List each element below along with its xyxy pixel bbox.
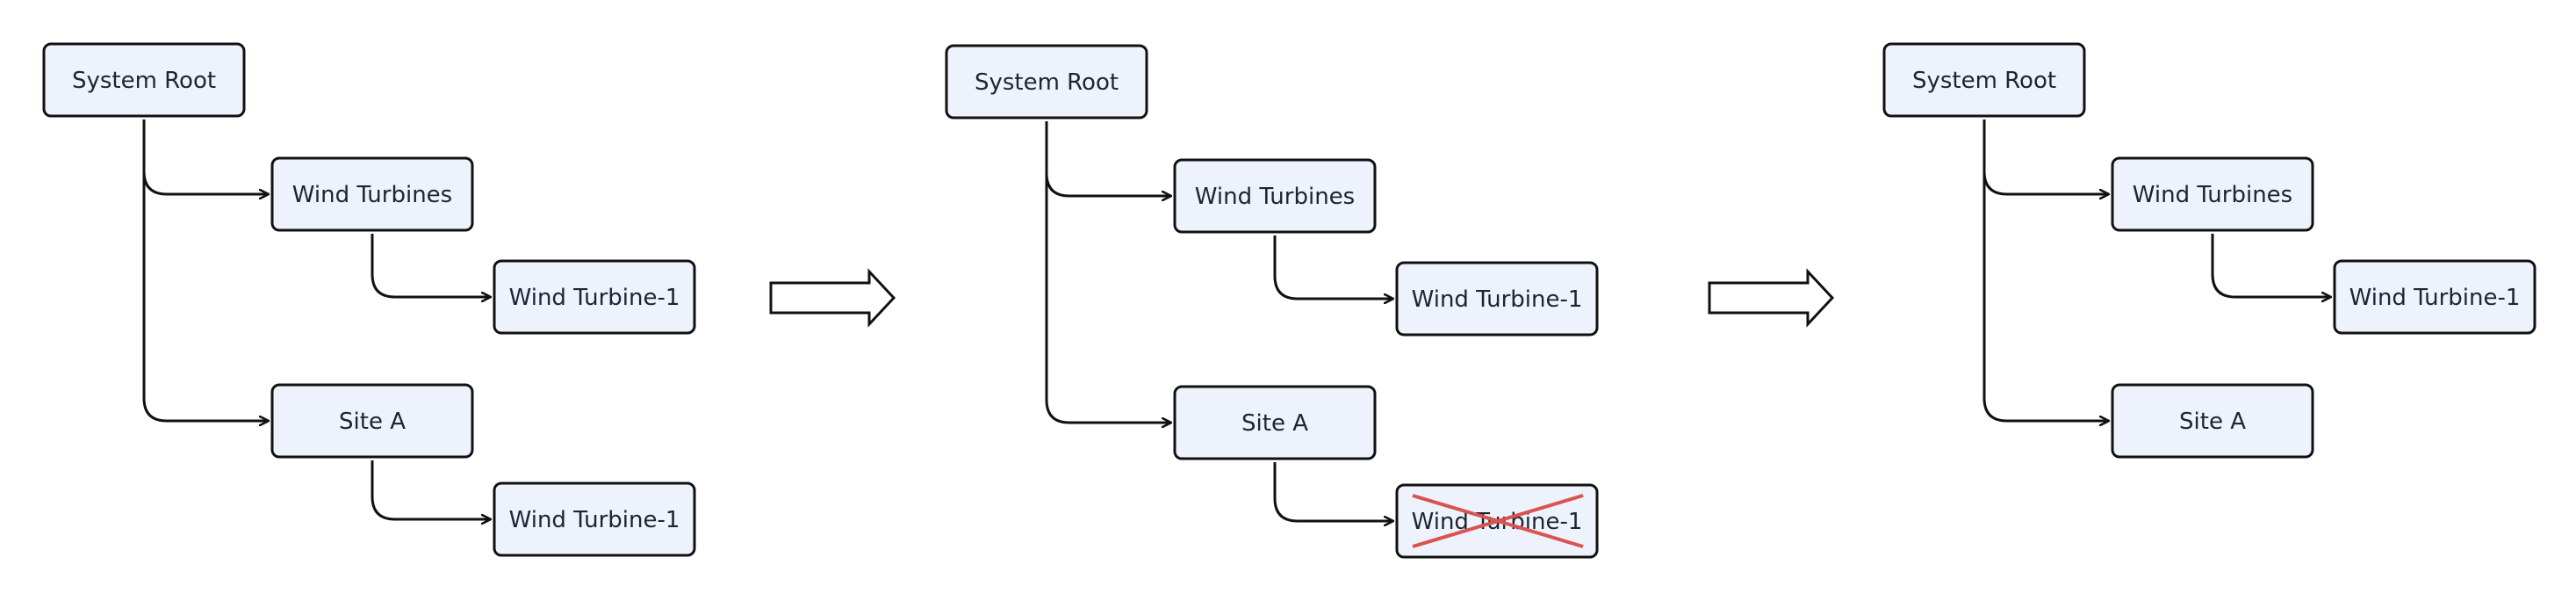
connector-wind-turbines-to-wt1-under-group xyxy=(371,234,491,297)
node-box xyxy=(2111,156,2314,232)
connector-root-to-wind-turbines xyxy=(142,119,269,194)
node-label: Wind Turbines xyxy=(2133,182,2292,208)
node-root: System Root xyxy=(42,42,246,118)
node-box xyxy=(2111,383,2314,459)
connector-root-to-wind-turbines xyxy=(1045,121,1171,196)
node-wind-turbines: Wind Turbines xyxy=(2111,156,2314,232)
node-box xyxy=(1173,158,1377,234)
node-box xyxy=(2333,259,2536,335)
connector-root-to-site-a xyxy=(1045,121,1171,423)
node-wt1-under-site: Wind Turbine-1 xyxy=(1395,483,1599,559)
node-wind-turbines: Wind Turbines xyxy=(270,156,474,232)
strike-line xyxy=(1412,494,1584,548)
node-label: Wind Turbine-1 xyxy=(1412,286,1583,313)
node-label: Site A xyxy=(339,409,406,435)
node-site-a: Site A xyxy=(2111,383,2314,459)
node-box xyxy=(270,383,474,459)
connector-site-a-to-wt1-under-site xyxy=(1273,462,1393,521)
node-box xyxy=(493,259,696,335)
node-box xyxy=(493,482,696,557)
connector-wind-turbines-to-wt1-under-group xyxy=(2211,234,2331,297)
node-site-a: Site A xyxy=(1173,385,1377,460)
node-label: System Root xyxy=(975,69,1119,96)
node-label: Wind Turbines xyxy=(292,182,452,208)
connector-wind-turbines-to-wt1-under-group xyxy=(1273,235,1393,299)
node-label: Wind Turbine-1 xyxy=(509,285,680,311)
node-label: Site A xyxy=(2179,409,2246,435)
node-box xyxy=(270,156,474,232)
node-box xyxy=(1882,42,2086,118)
node-label: Site A xyxy=(1241,410,1308,437)
node-label: System Root xyxy=(1912,68,2056,94)
node-wt1-under-group: Wind Turbine-1 xyxy=(493,259,696,335)
node-label: Wind Turbine-1 xyxy=(2349,285,2521,311)
connector-root-to-site-a xyxy=(142,119,269,421)
connector-site-a-to-wt1-under-site xyxy=(371,460,491,519)
node-wt1-under-group: Wind Turbine-1 xyxy=(1395,261,1599,337)
node-site-a: Site A xyxy=(270,383,474,459)
node-box xyxy=(945,44,1148,119)
block-arrow-right-icon xyxy=(769,268,896,328)
connector-root-to-wind-turbines xyxy=(1982,119,2109,194)
node-box xyxy=(1395,261,1599,337)
node-box xyxy=(1173,385,1377,460)
node-label: System Root xyxy=(72,68,216,94)
node-label: Wind Turbines xyxy=(1195,184,1355,210)
connector-root-to-site-a xyxy=(1982,119,2109,421)
node-root: System Root xyxy=(945,44,1148,119)
node-wt1-under-group: Wind Turbine-1 xyxy=(2333,259,2536,335)
node-box xyxy=(42,42,246,118)
block-arrow-right-icon xyxy=(1708,268,1835,328)
node-label: Wind Turbine-1 xyxy=(509,507,680,533)
node-root: System Root xyxy=(1882,42,2086,118)
node-wt1-under-site: Wind Turbine-1 xyxy=(493,482,696,557)
node-wind-turbines: Wind Turbines xyxy=(1173,158,1377,234)
